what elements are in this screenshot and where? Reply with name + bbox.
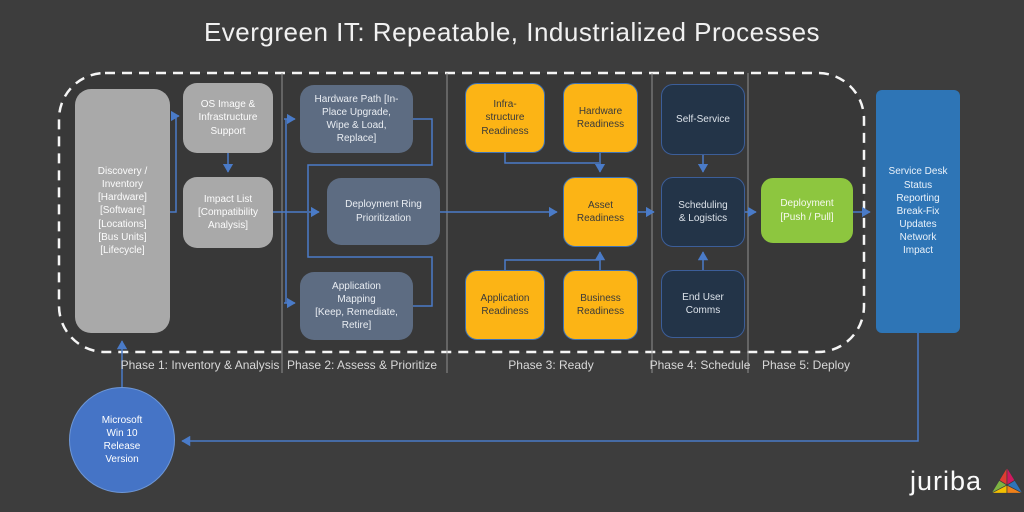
node-discovery-inventory: Discovery / Inventory [Hardware] [Softwa… <box>75 89 170 333</box>
brand-lockup: juriba <box>894 458 1024 504</box>
connector-discovery-to-osimage <box>170 110 180 213</box>
page-title: Evergreen IT: Repeatable, Industrialized… <box>203 17 821 47</box>
phase-separators <box>281 73 749 373</box>
node-application-readiness: Application Readiness <box>465 270 545 340</box>
node-end-user-comms: End User Comms <box>661 270 745 338</box>
node-deployment-ring-prioritization: Deployment Ring Prioritization <box>327 178 440 245</box>
phase-5-label: Phase 5: Deploy <box>761 358 851 372</box>
connector-appreadiness-to-join <box>504 259 599 270</box>
node-microsoft-win10-release: Microsoft Win 10 Release Version <box>69 387 175 493</box>
node-business-readiness: Business Readiness <box>563 270 638 340</box>
node-application-mapping: Application Mapping [Keep, Remediate, Re… <box>300 272 413 340</box>
connector-appmapping-loop <box>307 213 433 307</box>
node-deployment-push-pull: Deployment [Push / Pull] <box>761 178 853 243</box>
connectors <box>116 110 919 447</box>
node-impact-list: Impact List [Compatibility Analysis] <box>183 177 273 248</box>
phase-2-label: Phase 2: Assess & Prioritize <box>286 358 438 372</box>
brand-wordmark: juriba <box>909 465 982 496</box>
node-service-desk: Service Desk Status Reporting Break-Fix … <box>876 90 960 333</box>
connector-infra-to-join <box>504 153 599 164</box>
connector-hardwarepath-loop <box>307 118 433 211</box>
node-scheduling-logistics: Scheduling & Logistics <box>661 177 745 247</box>
connector-servicedesk-to-msrelease <box>181 333 919 447</box>
node-os-image-infrastructure-support: OS Image & Infrastructure Support <box>183 83 273 153</box>
node-self-service: Self-Service <box>661 84 745 155</box>
node-asset-readiness: Asset Readiness <box>563 177 638 247</box>
node-infrastructure-readiness: Infra- structure Readiness <box>465 83 545 153</box>
phase-3-label: Phase 3: Ready <box>508 358 594 372</box>
phase-1-label: Phase 1: Inventory & Analysis <box>120 358 280 372</box>
juriba-logo-icon <box>990 466 1024 495</box>
node-hardware-path: Hardware Path [In- Place Upgrade, Wipe &… <box>300 85 413 153</box>
node-hardware-readiness: Hardware Readiness <box>563 83 638 153</box>
phase-4-label: Phase 4: Schedule <box>649 358 751 372</box>
